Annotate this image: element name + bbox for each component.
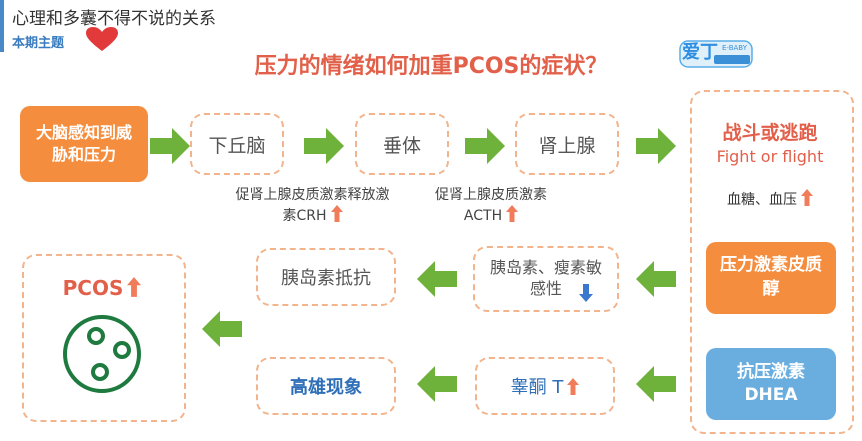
series-title: 心理和多囊不得不说的关系 [12, 9, 216, 29]
insulin-leptin-sensitivity-box: 胰岛素、瘦素敏感性 [473, 246, 619, 312]
brain-perceives-threat-box: 大脑感知到威胁和压力 [20, 106, 148, 182]
fight-or-flight-title-cn: 战斗或逃跑 [722, 122, 818, 144]
adrenal-box: 肾上腺 [515, 113, 619, 175]
acth-label: 促肾上腺皮质激素ACTH [430, 186, 552, 226]
up-arrow-icon [567, 377, 580, 395]
pcos-label: PCOS [22, 276, 182, 300]
logo-text: 爱丁 [682, 42, 718, 63]
main-title: 压力的情绪如何加重PCOS的症状？ [254, 54, 608, 79]
theme-label: 本期主题 [12, 36, 65, 51]
arrow-right-icon [636, 128, 676, 164]
hyperandrogenism-box: 高雄现象 [256, 357, 396, 415]
arrow-left-icon [202, 311, 242, 347]
arrow-left-icon [417, 366, 457, 402]
cortisol-box: 压力激素皮质醇 [706, 242, 836, 314]
arrow-left-icon [636, 261, 676, 297]
testosterone-box: 睾酮 T [475, 357, 615, 415]
up-arrow-icon [330, 204, 343, 222]
arrow-right-icon [304, 128, 344, 164]
insulin-resistance-box: 胰岛素抵抗 [256, 248, 396, 306]
hypothalamus-box: 下丘脑 [190, 113, 284, 175]
acth-label-text: 促肾上腺皮质激素ACTH [435, 187, 547, 224]
up-arrow-icon [801, 189, 813, 206]
arrow-right-icon [150, 128, 190, 164]
heart-icon [86, 27, 118, 51]
sensitivity-text: 胰岛素、瘦素敏感性 [489, 258, 602, 298]
fight-or-flight-title-en: Fight or flight [716, 147, 824, 166]
crh-label: 促肾上腺皮质激素释放激素CRH [230, 186, 395, 226]
up-arrow-icon [127, 277, 142, 297]
blood-sugar-label: 血糖、血压 [690, 189, 850, 209]
blood-sugar-text: 血糖、血压 [727, 192, 797, 208]
crh-label-text: 促肾上腺皮质激素释放激素CRH [235, 187, 390, 224]
up-arrow-icon [506, 204, 519, 222]
arrow-left-icon [417, 261, 457, 297]
pcos-label-text: PCOS [62, 276, 124, 300]
arrow-left-icon [636, 366, 676, 402]
ebaby-logo [679, 40, 753, 68]
down-arrow-icon [579, 284, 593, 302]
polycystic-ovary-icon [63, 315, 141, 393]
arrow-right-icon [465, 128, 505, 164]
hyperandrogenism-text: 高雄现象 [290, 377, 362, 398]
dhea-title-cn: 抗压激素 [737, 362, 805, 383]
accent-bar [0, 0, 4, 52]
dhea-box: 抗压激素 DHEA [706, 348, 836, 420]
testosterone-text: 睾酮 T [510, 377, 564, 398]
pituitary-box: 垂体 [355, 113, 449, 175]
logo-small-text: E-BABY [722, 44, 747, 52]
dhea-title-en: DHEA [744, 385, 798, 405]
